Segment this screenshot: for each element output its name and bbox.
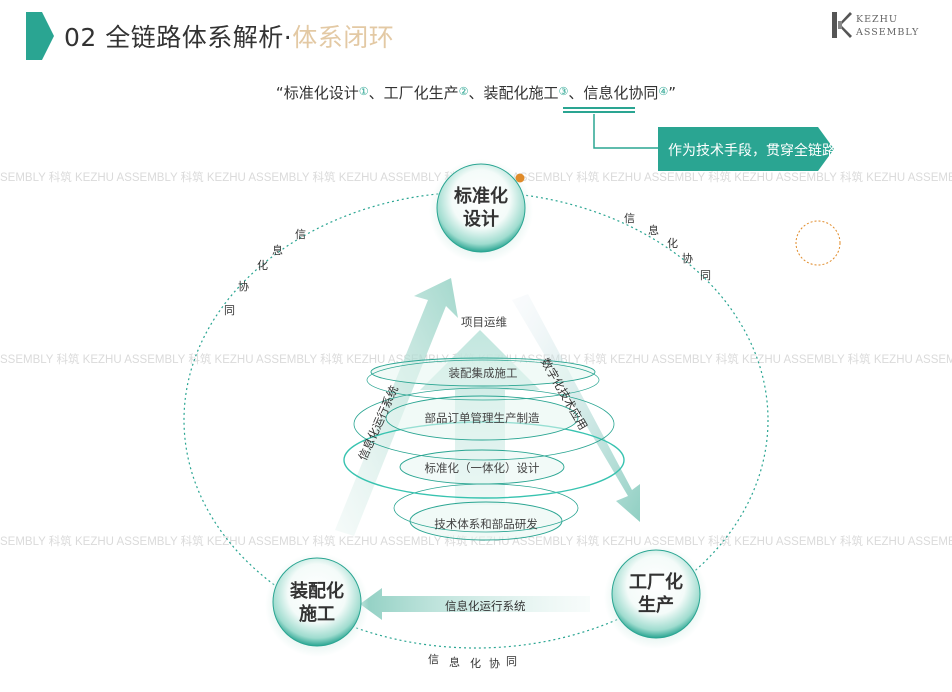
level-label-operation: 项目运维 bbox=[461, 315, 507, 329]
sep-1: 、 bbox=[368, 84, 384, 102]
logo-line1: KEZHU bbox=[856, 14, 898, 25]
arc-bottom-char: 协 bbox=[489, 657, 500, 670]
bottom-flow-arrow bbox=[360, 588, 590, 620]
left-flow-arrow bbox=[335, 278, 458, 536]
headline: “标准化设计①、工厂化生产②、装配化施工③、信息化协同④” bbox=[0, 82, 952, 103]
headline-factory: 工厂化生产 bbox=[383, 84, 459, 102]
arc-right-char: 化 bbox=[667, 237, 678, 250]
quote-open: “ bbox=[275, 84, 284, 102]
loop-ellipse bbox=[183, 191, 769, 649]
decor-dashed-circle bbox=[795, 220, 841, 266]
node-assembly-line1: 装配化 bbox=[290, 581, 344, 602]
arc-right-char: 信 bbox=[624, 212, 635, 225]
node-design bbox=[429, 159, 533, 263]
node-design-line2: 设计 bbox=[463, 209, 499, 230]
node-design-label: 标准化 设计 bbox=[431, 185, 531, 231]
level-label-design: 标准化（一体化）设计 bbox=[424, 461, 540, 475]
watermark-row: SEMBLY 科筑 KEZHU ASSEMBLY 科筑 KEZHU ASSEMB… bbox=[0, 536, 952, 548]
arc-right-char: 协 bbox=[682, 252, 693, 265]
headline-underline-bottom bbox=[563, 111, 635, 113]
level-label-research: 技术体系和部品研发 bbox=[434, 517, 538, 531]
arc-left-char: 协 bbox=[238, 280, 249, 293]
node-assembly-label: 装配化 施工 bbox=[267, 580, 367, 626]
header-chevron-icon bbox=[26, 12, 54, 60]
arc-bottom-char: 息 bbox=[449, 656, 460, 669]
arc-left-char: 化 bbox=[257, 259, 268, 272]
index-2: ② bbox=[458, 85, 469, 98]
sep-3: 、 bbox=[568, 84, 584, 102]
page-title-main: 02 全链路体系解析· bbox=[64, 23, 293, 52]
callout-text: 作为技术手段，贯穿全链路。 bbox=[668, 143, 850, 159]
quote-close: ” bbox=[668, 84, 677, 102]
node-design-line1: 标准化 bbox=[454, 186, 508, 207]
node-factory bbox=[604, 545, 708, 649]
index-1: ① bbox=[358, 85, 369, 98]
arc-left-char: 同 bbox=[224, 304, 235, 317]
arc-left-char: 信 bbox=[295, 228, 306, 241]
page-title: 02 全链路体系解析·体系闭环 bbox=[64, 18, 394, 54]
arc-left-char: 息 bbox=[272, 244, 283, 257]
kezhu-logo-icon bbox=[832, 12, 852, 38]
level-label-production: 部品订单管理生产制造 bbox=[424, 411, 540, 425]
logo-text: KEZHU ASSEMBLY bbox=[856, 13, 919, 39]
headline-assembly: 装配化施工 bbox=[483, 84, 559, 102]
right-flow-arrow bbox=[512, 294, 640, 522]
headline-underline-top bbox=[563, 107, 635, 109]
callout-box bbox=[658, 127, 834, 171]
page-title-accent: 体系闭环 bbox=[292, 23, 395, 52]
index-3: ③ bbox=[558, 85, 569, 98]
arc-right-char: 同 bbox=[700, 269, 711, 282]
logo-line2: ASSEMBLY bbox=[856, 27, 920, 38]
arc-bottom-char: 信 bbox=[428, 653, 439, 666]
arc-right-char: 息 bbox=[648, 224, 659, 237]
node-assembly bbox=[265, 553, 369, 657]
level-stack bbox=[343, 357, 625, 541]
headline-design: 标准化设计 bbox=[283, 84, 359, 102]
callout-connector bbox=[593, 114, 662, 149]
orange-dot-icon bbox=[515, 173, 525, 183]
bottom-arrow-label: 信息化运行系统 bbox=[445, 599, 526, 613]
index-4: ④ bbox=[658, 85, 669, 98]
node-factory-label: 工厂化 生产 bbox=[606, 571, 706, 617]
level-label-assembly: 装配集成施工 bbox=[448, 366, 518, 380]
node-factory-line2: 生产 bbox=[638, 595, 674, 616]
sep-2: 、 bbox=[468, 84, 484, 102]
node-factory-line1: 工厂化 bbox=[629, 572, 683, 593]
arc-bottom-char: 化 bbox=[470, 657, 481, 670]
headline-info: 信息化协同 bbox=[583, 84, 659, 102]
node-assembly-line2: 施工 bbox=[299, 604, 335, 625]
arc-bottom-char: 同 bbox=[506, 655, 517, 668]
